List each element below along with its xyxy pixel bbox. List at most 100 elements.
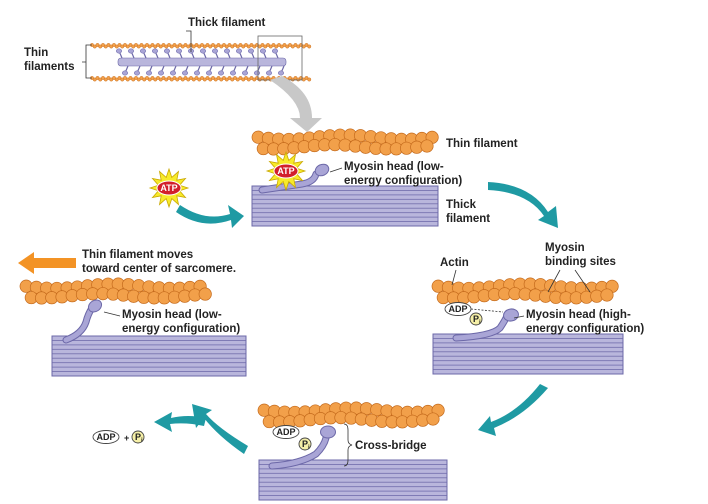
plus-sign: + [124, 433, 129, 443]
overview-myosin-head [193, 70, 201, 76]
sarcomere-overview: Thick filament Thin filaments [24, 17, 322, 132]
overview-myosin-head [247, 48, 255, 54]
cross-bridge-label: Cross-bridge [355, 440, 427, 452]
overview-myosin-head [121, 70, 129, 76]
thick-filament-top-label: Thick filament [188, 17, 265, 29]
teal-cycle-arrow [192, 404, 248, 454]
thin-filament-bottom-overview [90, 76, 312, 82]
released-adp-pi: ADP + Pi [92, 430, 145, 444]
thin-filaments-label-line1: Thin [24, 47, 48, 59]
actin-label: Actin [440, 257, 469, 269]
actin-bead [198, 287, 212, 301]
overview-myosin-head [175, 48, 183, 54]
overview-myosin-head [181, 70, 189, 76]
pi-subscript: i [479, 320, 481, 326]
stage2-thin-filament [431, 277, 619, 305]
stage1-atp-star: ATP [265, 150, 307, 192]
overview-myosin-head [115, 48, 123, 54]
stage1-myosin-head-leader [329, 167, 343, 173]
stage2-myosin-head-label-line1: Myosin head (high- [526, 309, 631, 321]
overview-myosin-head [217, 70, 225, 76]
pi-label: Pi [135, 432, 143, 444]
direction-arrow [18, 252, 76, 274]
stage3-myosin-head [268, 425, 336, 470]
teal-cycle-arrow [176, 205, 244, 228]
thick-filament-outline [251, 185, 439, 227]
thick-filament-outline [258, 459, 448, 501]
overview-myosin-head [127, 48, 135, 54]
overview-actin-bead [307, 77, 312, 82]
atp-entering-star: ATP [148, 167, 190, 209]
myosin-neck [259, 171, 319, 193]
teal-cycle-arrow [478, 384, 548, 436]
overview-myosin-head [157, 70, 165, 76]
overview-myosin-head [211, 48, 219, 54]
actin-bead [420, 139, 434, 153]
stage1-thin-filament [251, 128, 439, 156]
stage-4-power-stroke: Myosin head (low- energy configuration) … [18, 249, 247, 377]
overview-myosin-head [277, 70, 285, 76]
actin-bead [600, 288, 614, 302]
thick-filament-top-leader [186, 30, 192, 52]
overview-myosin-head [235, 48, 243, 54]
overview-actin-bead [307, 44, 312, 49]
pi-circle [469, 312, 483, 326]
stage1-myosin-head-label-line1: Myosin head (low- [344, 161, 444, 173]
pi-subscript: i [141, 438, 143, 444]
stage1-myosin-head-label-line2: energy configuration) [344, 175, 462, 187]
overview-thick-rod [117, 57, 287, 67]
overview-myosin-head [163, 48, 171, 54]
thick-filament-body [52, 336, 246, 376]
stage3-thick-filament [258, 459, 448, 501]
actin-bead [426, 412, 440, 426]
teal-cycle-arrow [154, 412, 206, 432]
myosin-binding-sites-label-line2: binding sites [545, 256, 616, 268]
overview-myosin-head [205, 70, 213, 76]
stage4-myosin-head-label-line2: energy configuration) [122, 323, 240, 335]
overview-myosin-head [271, 48, 279, 54]
overview-myosin-head [145, 70, 153, 76]
thick-filament-outline [51, 335, 247, 377]
atp-label: ATP [277, 166, 294, 176]
pi-subscript: i [308, 445, 310, 451]
adp-label: ADP [96, 432, 115, 442]
overview-myosin-head [133, 70, 141, 76]
thick-filament-body [252, 186, 438, 226]
overview-myosin-head [151, 48, 159, 54]
actin-leader [451, 269, 457, 286]
myosin-binding-sites-leader [547, 269, 591, 293]
atp-oval [156, 180, 182, 196]
stage1-thick-filament [251, 185, 439, 227]
overview-myosin-head [223, 48, 231, 54]
zoom-arrow [270, 76, 322, 132]
stage1-thin-filament-label: Thin filament [446, 138, 518, 150]
overview-myosin-head [241, 70, 249, 76]
thin-filament-moves-label-line2: toward center of sarcomere. [82, 263, 236, 275]
stage3-thin-filament [257, 401, 445, 429]
overview-myosin-head [169, 70, 177, 76]
overview-myosin-head [265, 70, 273, 76]
stage1-thick-filament-label-line2: filament [446, 213, 490, 225]
myosin-neck [453, 315, 509, 341]
stage4-thin-filament [19, 277, 212, 305]
thick-filament-outline [432, 333, 624, 375]
cycle-arrows [154, 182, 558, 454]
stage2-adp-link [470, 308, 504, 313]
adp-label: ADP [448, 304, 467, 314]
myosin-neck [269, 435, 329, 469]
adp-oval [92, 430, 120, 444]
cross-bridge-brace [343, 423, 353, 467]
atp-oval [273, 163, 299, 179]
teal-cycle-arrow [488, 182, 558, 228]
stage4-myosin-head-leader [103, 311, 121, 317]
overview-myosin-head [139, 48, 147, 54]
stage4-myosin-head-label-line1: Myosin head (low- [122, 309, 222, 321]
myosin-neck [63, 305, 95, 343]
thick-filament-overview [115, 48, 287, 76]
stage4-thick-filament [51, 335, 247, 377]
pi-label: Pi [302, 439, 310, 451]
